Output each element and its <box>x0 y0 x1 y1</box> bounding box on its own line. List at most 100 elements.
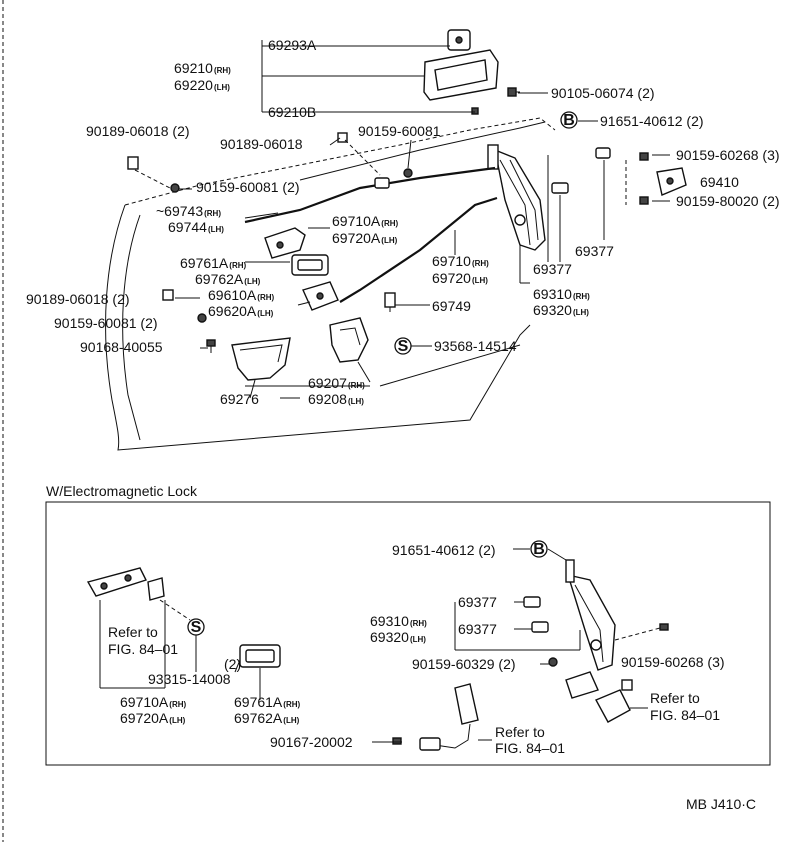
clip-69377-a <box>551 182 569 194</box>
label-69220: 69220(LH) <box>174 77 230 93</box>
label-69720A-top: 69720A(LH) <box>332 230 398 246</box>
lock-actuator <box>565 671 633 723</box>
bolt-90105 <box>507 87 520 97</box>
lower-handle-bracket <box>86 567 165 601</box>
refer-bottom-line1: Refer to <box>495 724 545 740</box>
clip-90189-a <box>127 156 139 170</box>
label-69410: 69410 <box>700 174 739 190</box>
label-69610A: 69610A(RH) <box>208 287 275 303</box>
label-90105-06074: 90105-06074 (2) <box>551 85 655 101</box>
label-69761A-lower: 69761A(RH) <box>234 694 301 710</box>
label-69208: 69208(LH) <box>308 391 364 407</box>
label-qty-2: (2) <box>224 656 241 672</box>
label-90159-60081-b: 90159-60081 (2) <box>196 179 300 195</box>
lower-clip-69377-a <box>523 596 541 608</box>
clip-69749 <box>384 292 396 312</box>
refer-right-line1: Refer to <box>650 690 700 706</box>
label-90189-06018-a: 90189-06018 <box>220 136 303 152</box>
lower-bezel <box>239 644 281 668</box>
marker-b-top: B <box>563 112 575 129</box>
section-title: W/Electromagnetic Lock <box>46 483 198 499</box>
label-69377-lower-a: 69377 <box>458 594 497 610</box>
armrest-cup-69276 <box>231 337 291 381</box>
marker-s-top: S <box>398 338 409 355</box>
label-90159-60268-bottom: 90159-60268 (3) <box>621 654 725 670</box>
bezel-69761A <box>291 254 329 276</box>
outside-handle <box>423 29 499 101</box>
lock-switch <box>419 683 479 751</box>
label-69320-lower: 69320(LH) <box>370 629 426 645</box>
screw-90167 <box>392 737 402 745</box>
label-69210: 69210(RH) <box>174 60 231 76</box>
label-69749: 69749 <box>432 298 471 314</box>
door-frame-line <box>299 121 546 181</box>
label-69762A-top: 69762A(LH) <box>195 271 261 287</box>
label-90159-60268-top: 90159-60268 (3) <box>676 147 780 163</box>
label-69210B: 69210B <box>268 104 316 120</box>
label-69710A-lower: 69710A(RH) <box>120 694 187 710</box>
label-91651-40612-top: 91651-40612 (2) <box>600 113 704 129</box>
handle-pad <box>471 107 479 115</box>
screw-90168 <box>206 339 216 353</box>
striker-69410 <box>656 167 687 196</box>
door-outline <box>105 204 531 451</box>
label-90159-60081-c: 90159-60081 (2) <box>54 315 158 331</box>
refer-bottom-line2: FIG. 84–01 <box>495 740 565 756</box>
label-69377-right: 69377 <box>575 243 614 259</box>
label-69720A-lower: 69720A(LH) <box>120 710 186 726</box>
circle-marker-b-top <box>560 111 578 129</box>
clip-90189-b <box>337 132 348 143</box>
rod-69710 <box>339 196 498 303</box>
screw-90159-60268 <box>639 152 649 161</box>
screw-90159-60081-a <box>403 168 413 178</box>
lower-clip-69377-b <box>531 621 549 633</box>
label-69720: 69720(LH) <box>432 270 488 286</box>
label-69276: 69276 <box>220 391 259 407</box>
label-69377-lower-b: 69377 <box>458 621 497 637</box>
inside-handle-bracket <box>264 227 306 259</box>
marker-s-bottom: S <box>191 619 202 636</box>
door-inner-outline <box>122 214 141 441</box>
label-90167-20002: 90167-20002 <box>270 734 353 750</box>
label-69320: 69320(LH) <box>533 302 589 318</box>
label-69310-lower: 69310(RH) <box>370 613 427 629</box>
label-69743: ~69743(RH) <box>156 203 221 219</box>
label-69762A-lower: 69762A(LH) <box>234 710 300 726</box>
refer-left-line2: FIG. 84–01 <box>108 641 178 657</box>
lower-lock-assembly <box>565 559 616 671</box>
screw-90159-80020 <box>639 196 649 205</box>
lower-screw-90159-60268 <box>659 623 669 631</box>
clip-69377-b <box>595 147 611 159</box>
inside-handle-69610A <box>302 281 339 311</box>
label-69744: 69744(LH) <box>168 219 224 235</box>
label-93315-14008: 93315-14008 <box>148 671 231 687</box>
door-top-edge <box>124 117 556 206</box>
refer-left-line1: Refer to <box>108 624 158 640</box>
clip-90189-c <box>162 289 174 301</box>
rod-clip <box>374 177 390 189</box>
label-90168-40055: 90168-40055 <box>80 339 163 355</box>
label-90159-80020: 90159-80020 (2) <box>676 193 780 209</box>
label-90189-06018-2-a: 90189-06018 (2) <box>86 123 190 139</box>
electromagnetic-lock-box <box>45 501 771 766</box>
refer-right-line2: FIG. 84–01 <box>650 707 720 723</box>
label-93568-14514: 93568-14514 <box>434 338 517 354</box>
label-90189-06018-2-c: 90189-06018 (2) <box>26 291 130 307</box>
diagram-code: MB J410·C <box>686 796 756 812</box>
label-69377-left: 69377 <box>533 261 572 277</box>
label-69761A-top: 69761A(RH) <box>180 255 247 271</box>
label-69207: 69207(RH) <box>308 375 365 391</box>
door-lock-assembly <box>487 144 546 251</box>
circle-marker-b-bottom <box>530 540 548 558</box>
pull-handle-69207 <box>329 317 369 363</box>
lower-screw-90159-60329 <box>548 657 558 667</box>
screw-90159-60081-c <box>197 313 207 323</box>
label-69293A: 69293A <box>268 37 317 53</box>
label-69310: 69310(RH) <box>533 286 590 302</box>
label-90159-60081-a: 90159-60081 <box>358 123 441 139</box>
rod-69743 <box>244 166 496 224</box>
screw-90159-60081-b <box>170 183 180 193</box>
label-90159-60329: 90159-60329 (2) <box>412 656 516 672</box>
label-69620A: 69620A(LH) <box>208 303 274 319</box>
